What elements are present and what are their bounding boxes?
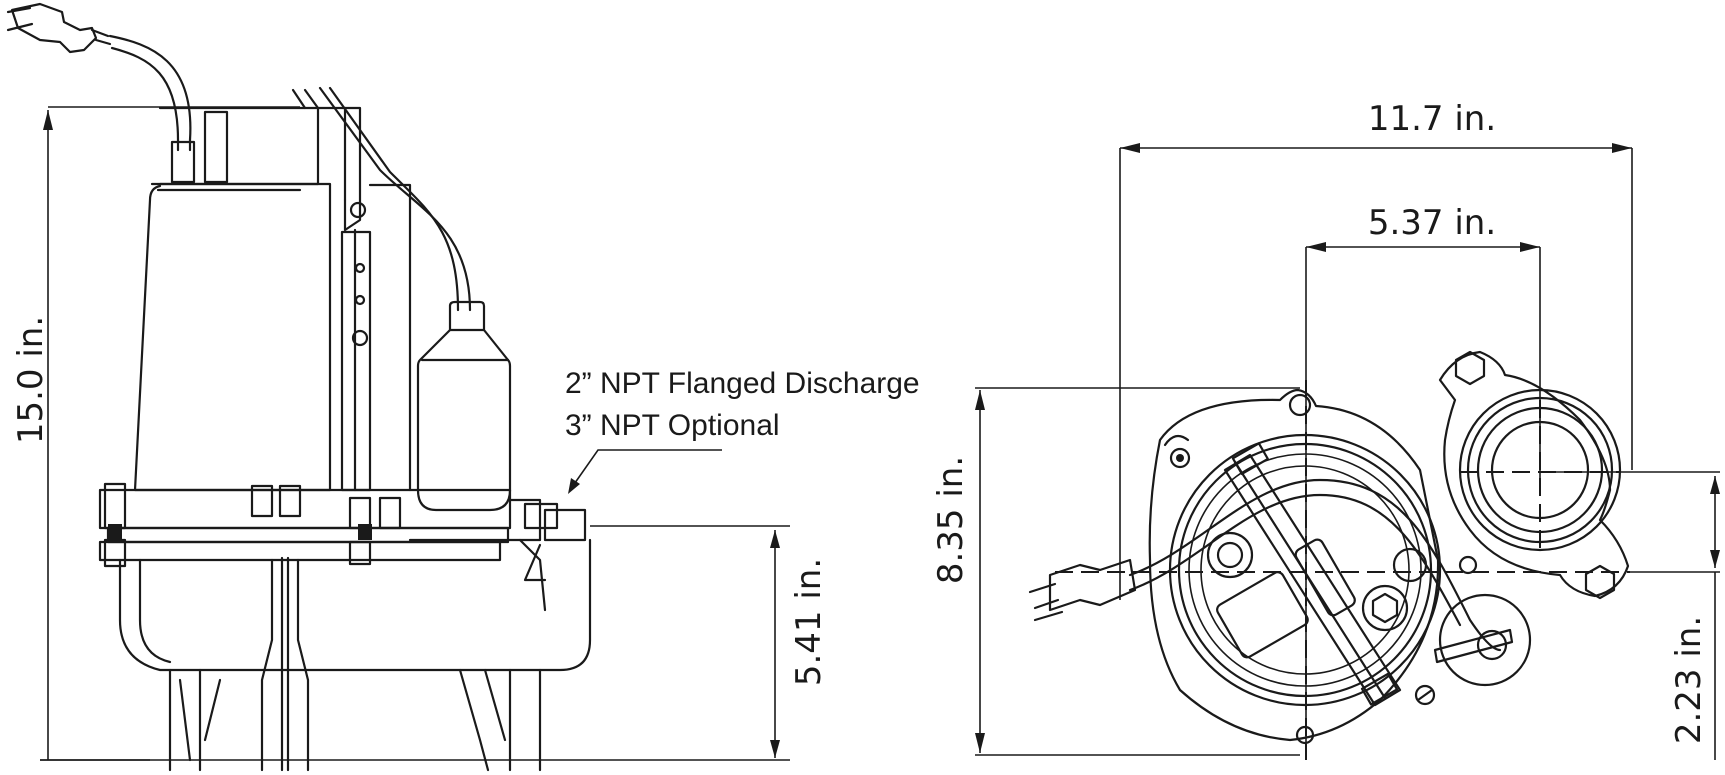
overall-width-dimension-label: 11.7 in. [1368, 99, 1496, 139]
top-view-pump [1028, 350, 1630, 760]
discharge-callout: 2” NPT Flanged Discharge 3” NPT Optional [565, 367, 920, 494]
power-plug-icon [1028, 558, 1137, 622]
power-plug-icon [6, 2, 112, 54]
side-view-pump [6, 2, 592, 772]
depth-dimension: 8.35 in. [931, 387, 1300, 756]
discharge-offset-dimension-label: 2.23 in. [1669, 616, 1709, 744]
overall-width-dimension: 11.7 in. [1119, 99, 1633, 600]
discharge-label-line1: 2” NPT Flanged Discharge [565, 367, 920, 400]
discharge-label-line2: 3” NPT Optional [565, 409, 780, 442]
depth-dimension-label: 8.35 in. [931, 456, 971, 584]
inlet-height-dimension-label: 5.41 in. [789, 558, 829, 686]
discharge-offset-dimension: 2.23 in. [1540, 471, 1720, 760]
height-dimension-label: 15.0 in. [11, 316, 51, 444]
height-dimension: 15.0 in. [11, 106, 300, 761]
inlet-height-dimension: 5.41 in. [590, 525, 829, 758]
float-switch [416, 300, 512, 512]
float-switch [1433, 593, 1532, 687]
discharge-flange [1438, 350, 1630, 600]
center-offset-dimension-label: 5.37 in. [1368, 203, 1496, 243]
